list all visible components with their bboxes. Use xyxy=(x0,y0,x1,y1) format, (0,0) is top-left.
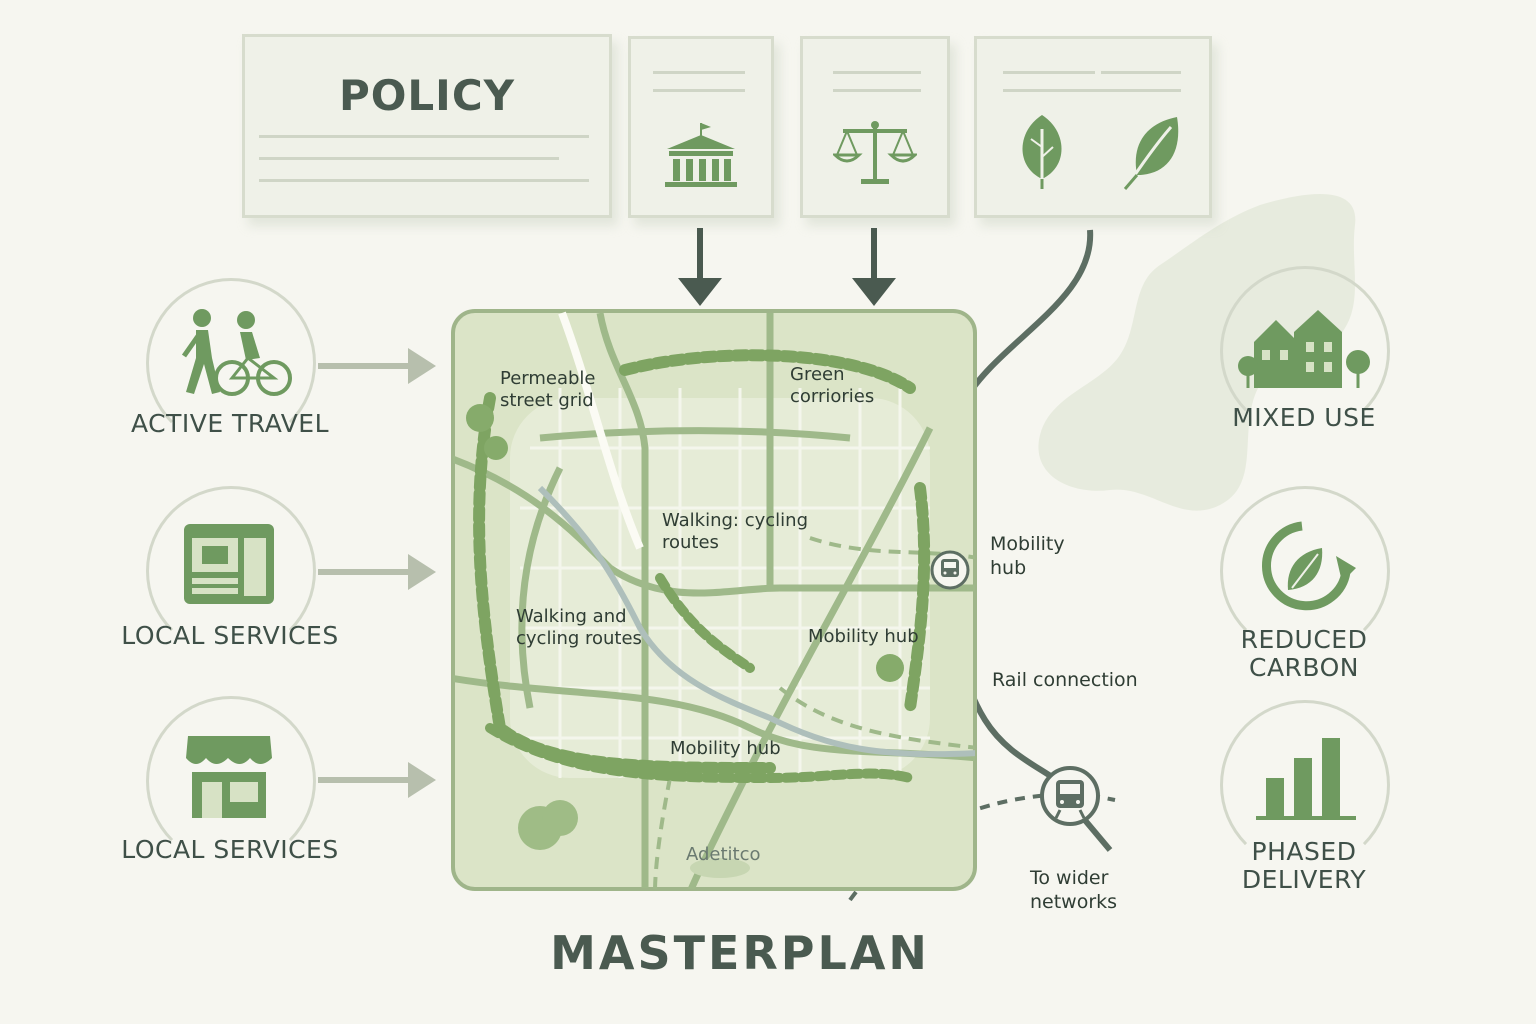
card-text-line xyxy=(1101,71,1181,74)
ring-phased-delivery xyxy=(1220,700,1390,870)
map-label-green: Green corriories xyxy=(790,364,875,407)
walker-cyclist-icon xyxy=(181,309,292,396)
policy-card-law xyxy=(800,36,950,218)
government-building-icon xyxy=(665,123,737,187)
map-label-bottom-text: Adetitco xyxy=(686,844,761,865)
left-label-local-services: LOCAL SERVICES xyxy=(121,621,339,650)
leaf-icon xyxy=(1123,117,1179,190)
rail-label-wider-networks: To wider networks xyxy=(1030,867,1118,913)
ring-local-services-2 xyxy=(146,696,316,866)
card-text-line xyxy=(1003,71,1095,74)
map-label-mobility-hub-right: Mobility hub xyxy=(808,626,919,647)
map-label-mobility-hub-bottom: Mobility hub xyxy=(670,738,781,759)
policy-card-government xyxy=(628,36,774,218)
left-label-active-travel: ACTIVE TRAVEL xyxy=(130,409,330,438)
map-label-permeable: Permeable street grid xyxy=(500,368,596,411)
policy-text-line xyxy=(259,157,559,160)
leaf-icon xyxy=(1022,115,1062,189)
rail-label-rail-connection: Rail connection xyxy=(992,669,1138,691)
policy-title: POLICY xyxy=(338,71,516,120)
rail-label-mobility-hub: Mobility hub xyxy=(990,533,1065,579)
masterplan-title: MASTERPLAN xyxy=(550,926,930,980)
card-text-line xyxy=(1003,89,1181,92)
policy-text-line xyxy=(259,135,589,138)
bar-chart-icon xyxy=(1256,738,1356,820)
ring-local-services xyxy=(146,486,316,656)
card-text-line xyxy=(653,71,745,74)
left-label-local-services-2: LOCAL SERVICES xyxy=(121,835,339,864)
masterplan-map xyxy=(451,309,977,891)
policy-card: POLICY xyxy=(242,34,612,218)
map-label-walking-cycling-left: Walking and cycling routes xyxy=(516,606,642,649)
train-station-icon xyxy=(1040,766,1100,826)
map-label-walking-cycling-center: Walking: cycling routes xyxy=(662,510,809,553)
right-label-phased-delivery: PHASED DELIVERY xyxy=(1241,837,1367,894)
right-label-mixed-use: MIXED USE xyxy=(1232,403,1376,432)
right-label-reduced-carbon: REDUCED CARBON xyxy=(1240,625,1368,682)
services-panel-icon xyxy=(184,524,274,604)
shop-front-icon xyxy=(186,736,272,818)
policy-card-environment xyxy=(974,36,1212,218)
ring-active-travel xyxy=(146,278,316,448)
card-text-line xyxy=(653,89,745,92)
ring-mixed-use xyxy=(1220,266,1390,436)
card-text-line xyxy=(833,89,921,92)
recycle-leaf-icon xyxy=(1262,521,1356,611)
train-station-icon xyxy=(930,550,970,590)
ring-reduced-carbon xyxy=(1220,486,1390,656)
scales-of-justice-icon xyxy=(833,121,917,184)
houses-icon xyxy=(1238,310,1370,388)
policy-text-line xyxy=(259,179,589,182)
card-text-line xyxy=(833,71,921,74)
